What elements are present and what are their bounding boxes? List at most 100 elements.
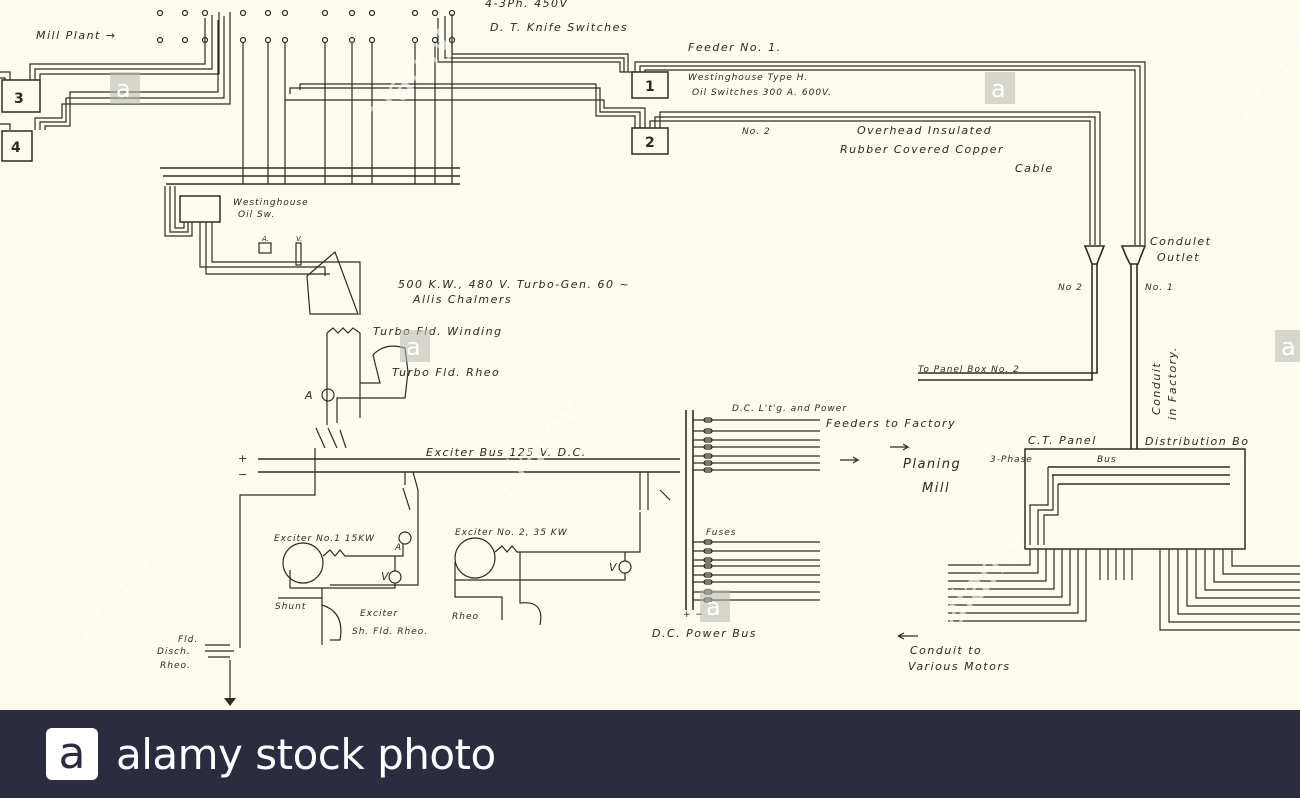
motor-conduit (1231, 549, 1300, 567)
ammeter-a (258, 242, 272, 254)
generator-section (164, 186, 409, 449)
switch-contact (201, 9, 209, 17)
westinghouse-oil-switch (179, 195, 221, 223)
label-exciter-1: Exciter No.1 15KW (274, 534, 375, 544)
knife-switches (156, 9, 456, 184)
condulet-no2 (1083, 245, 1106, 265)
label-mill: Mill (922, 481, 950, 496)
switch-contact (181, 9, 189, 17)
exciters (278, 512, 641, 645)
oil-switch-box-2 (631, 127, 669, 155)
label-exciter-rheo-2: Sh. Fld. Rheo. (352, 627, 428, 637)
label-cond-no1: No. 1 (1145, 283, 1174, 293)
label-allis-chalmers: Allis Chalmers (412, 293, 512, 306)
voltmeter-v (295, 242, 302, 266)
label-three-phase: 3-Phase (990, 455, 1033, 465)
ct-panel-box (1024, 448, 1246, 550)
motor-conduit (1177, 549, 1300, 615)
switch-contact (264, 36, 272, 44)
box-2-label: 2 (645, 135, 655, 151)
label-plus-minus: + − (683, 610, 704, 620)
switch-contact (321, 36, 329, 44)
fuse (703, 563, 713, 569)
label-rating: 4-3Ph. 450V (485, 0, 569, 10)
label-rheo: Rheo (452, 612, 479, 622)
label-fuses-lower: Fuses (706, 528, 736, 538)
box-1-label: 1 (645, 79, 655, 95)
motor-conduit (1159, 549, 1300, 631)
label-cond-no2: No 2 (1058, 283, 1083, 293)
feeder-cables: 1 2 (285, 14, 1147, 450)
motor-conduit (1168, 549, 1300, 623)
oil-switch-box-1 (631, 71, 669, 99)
label-panel-box-2: To Panel Box No. 2 (918, 365, 1020, 375)
label-dc-power-bus: D.C. Power Bus (652, 627, 757, 640)
fuse (703, 548, 713, 554)
watermark-glyph: a (991, 75, 1006, 103)
field-discharge-rheostat (205, 644, 236, 706)
fuse (703, 428, 713, 434)
motor-conduit (948, 549, 1079, 614)
ammeter-a-circle (321, 388, 335, 402)
generator-delta-winding (306, 250, 359, 315)
watermark-box (110, 72, 140, 104)
fuse (703, 460, 713, 466)
watermark-glyph: a (116, 75, 131, 103)
motor-conduit (948, 549, 1055, 590)
switch-contact (368, 36, 376, 44)
watermark-box (985, 72, 1015, 104)
switch-contact (239, 36, 247, 44)
label-conduit-motors-1: Conduit to (910, 644, 982, 657)
label-bus: Bus (1097, 455, 1117, 465)
motor-conduit (1222, 549, 1300, 575)
box-4-label: 4 (11, 140, 21, 156)
watermark-glyph: a (406, 333, 421, 361)
switch-contact (281, 9, 289, 17)
label-fld-rheo: Turbo Fld. Rheo (392, 366, 500, 379)
label-conduit-factory-1: Conduit (1150, 362, 1163, 415)
label-disch-3: Rheo. (160, 661, 191, 671)
motor-conduit (1204, 549, 1300, 591)
feeder-boxes-left: 3 4 (0, 12, 231, 162)
exciter-2-armature (454, 537, 496, 579)
switch-contact (181, 36, 189, 44)
label-oil-sw-1: Westinghouse (233, 198, 309, 208)
label-no-2: No. 2 (742, 127, 771, 137)
label-exciter-rheo-1: Exciter (360, 609, 399, 619)
watermark-box (1275, 330, 1300, 362)
label-feeder-1: Feeder No. 1. (688, 41, 782, 54)
label-outlet: Outlet (1157, 251, 1200, 264)
arrow-motors-icon (897, 632, 918, 640)
motor-conduit (948, 549, 1063, 598)
watermark-text: alamy (353, 18, 462, 136)
label-knife-switches: D. T. Knife Switches (490, 21, 628, 34)
motor-conduit (1195, 549, 1300, 599)
watermark-text: alamy (1213, 18, 1300, 136)
label-meter-a: A. (261, 235, 269, 243)
dc-power-bus (685, 410, 820, 610)
label-ammeter-2: A (394, 543, 402, 553)
exciter-1-armature (282, 542, 324, 584)
label-cable-2: Rubber Covered Copper (840, 143, 1004, 156)
label-distribution: Distribution Bo (1145, 435, 1249, 448)
label-minus: − (238, 468, 249, 481)
label-conduit-motors-2: Various Motors (908, 660, 1011, 673)
box-3-label: 3 (14, 91, 24, 107)
oil-switch-box-3 (1, 79, 41, 113)
label-oil-switches-2: Oil Switches 300 A. 600V. (692, 88, 832, 98)
fuse (703, 417, 713, 423)
motor-conduit (1186, 549, 1300, 607)
fuse (703, 467, 713, 473)
exciter-bus (239, 448, 680, 648)
label-dc-feeders-1: D.C. L't'g. and Power (732, 404, 847, 414)
fuse (703, 453, 713, 459)
motor-conduit (1213, 549, 1300, 583)
upper-bus (160, 167, 460, 185)
switch-contact (156, 9, 164, 17)
label-planing: Planing (903, 457, 961, 472)
label-conduit-factory-2: in Factory. (1166, 346, 1179, 420)
wiring-diagram: 3 4 1 2 (0, 0, 1300, 706)
switch-contact (264, 9, 272, 17)
schematic-canvas: 3 4 1 2 (0, 0, 1300, 706)
switch-contact (411, 9, 419, 17)
